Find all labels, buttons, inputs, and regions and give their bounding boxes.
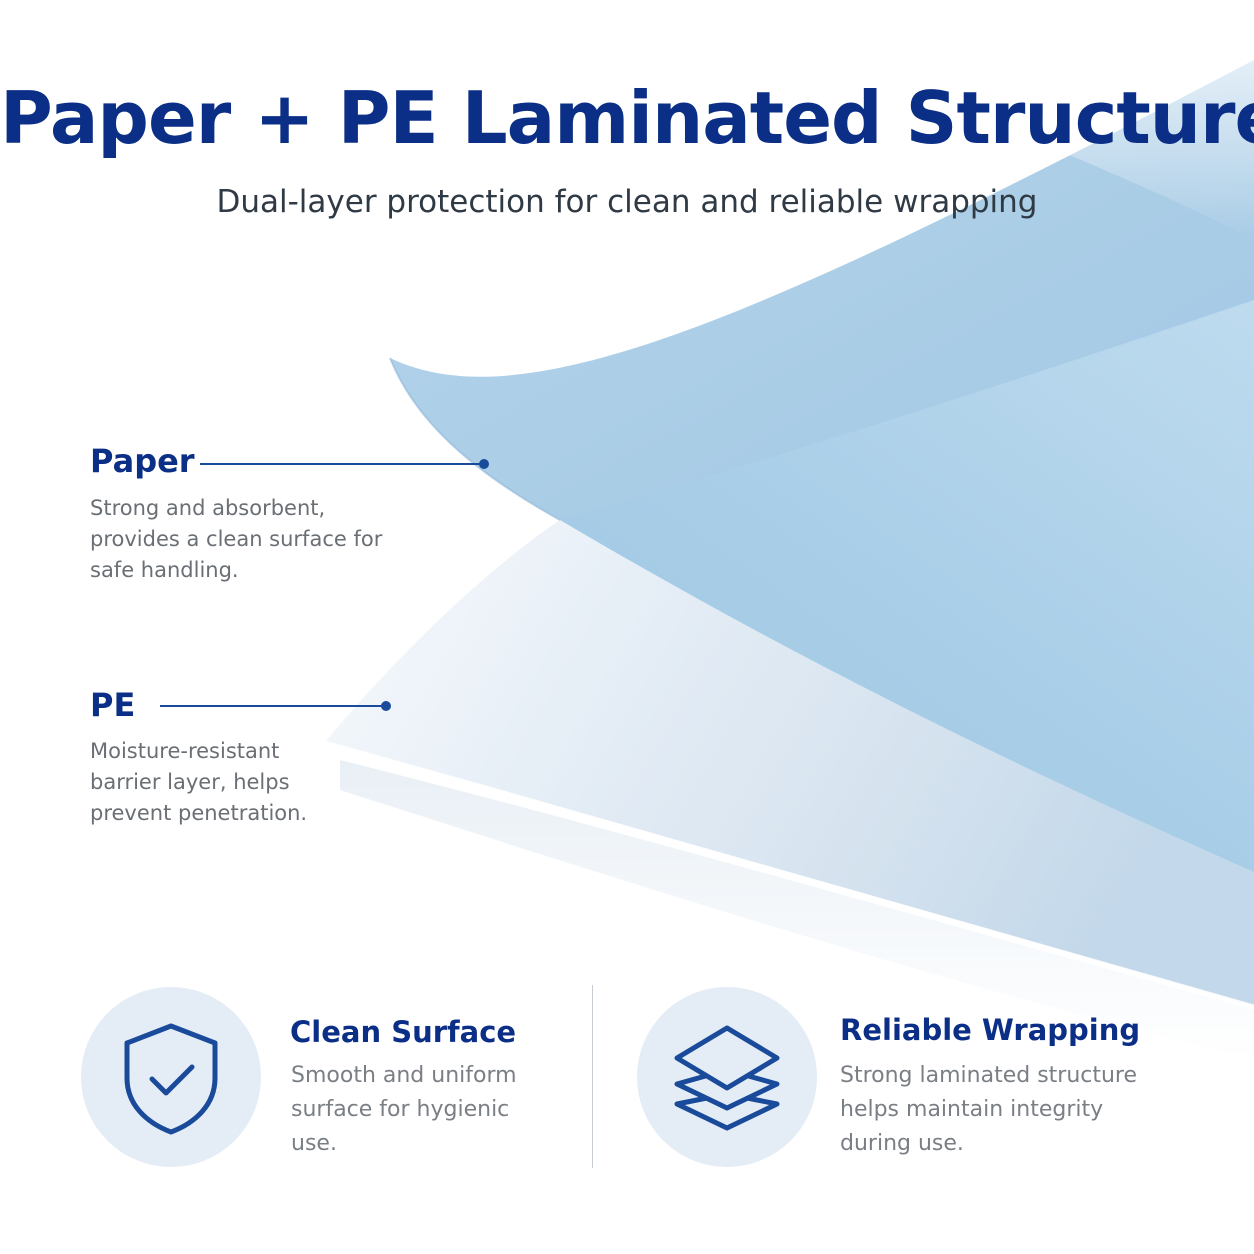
- paper-layer-description: Strong and absorbent, provides a clean s…: [90, 496, 383, 582]
- pe-callout-line: [160, 705, 386, 707]
- clean-surface-title: Clean Surface: [290, 1015, 517, 1049]
- pe-callout-dot: [381, 701, 391, 711]
- pe-layer-title: PE: [90, 686, 136, 724]
- paper-callout-line: [200, 463, 484, 465]
- reliable-wrapping-description: Strong laminated structure helps maintai…: [840, 1063, 1138, 1156]
- page-subtitle: Dual-layer protection for clean and reli…: [216, 184, 1038, 220]
- pe-film-layer: [325, 520, 1254, 1006]
- shield-check-icon: [124, 1023, 218, 1135]
- paper-layer-title: Paper: [90, 442, 195, 480]
- clean-surface-description: Smooth and uniform surface for hygienic …: [291, 1063, 517, 1156]
- reliable-wrapping-title: Reliable Wrapping: [840, 1013, 1141, 1047]
- paper-callout-dot: [479, 459, 489, 469]
- pe-layer-description: Moisture-resistant barrier layer, helps …: [90, 739, 308, 825]
- feature-divider: [592, 985, 593, 1168]
- page-title: Paper + PE Laminated Structure: [0, 76, 1254, 160]
- layers-icon: [674, 1025, 780, 1131]
- clean-surface-icon-circle: [81, 987, 261, 1167]
